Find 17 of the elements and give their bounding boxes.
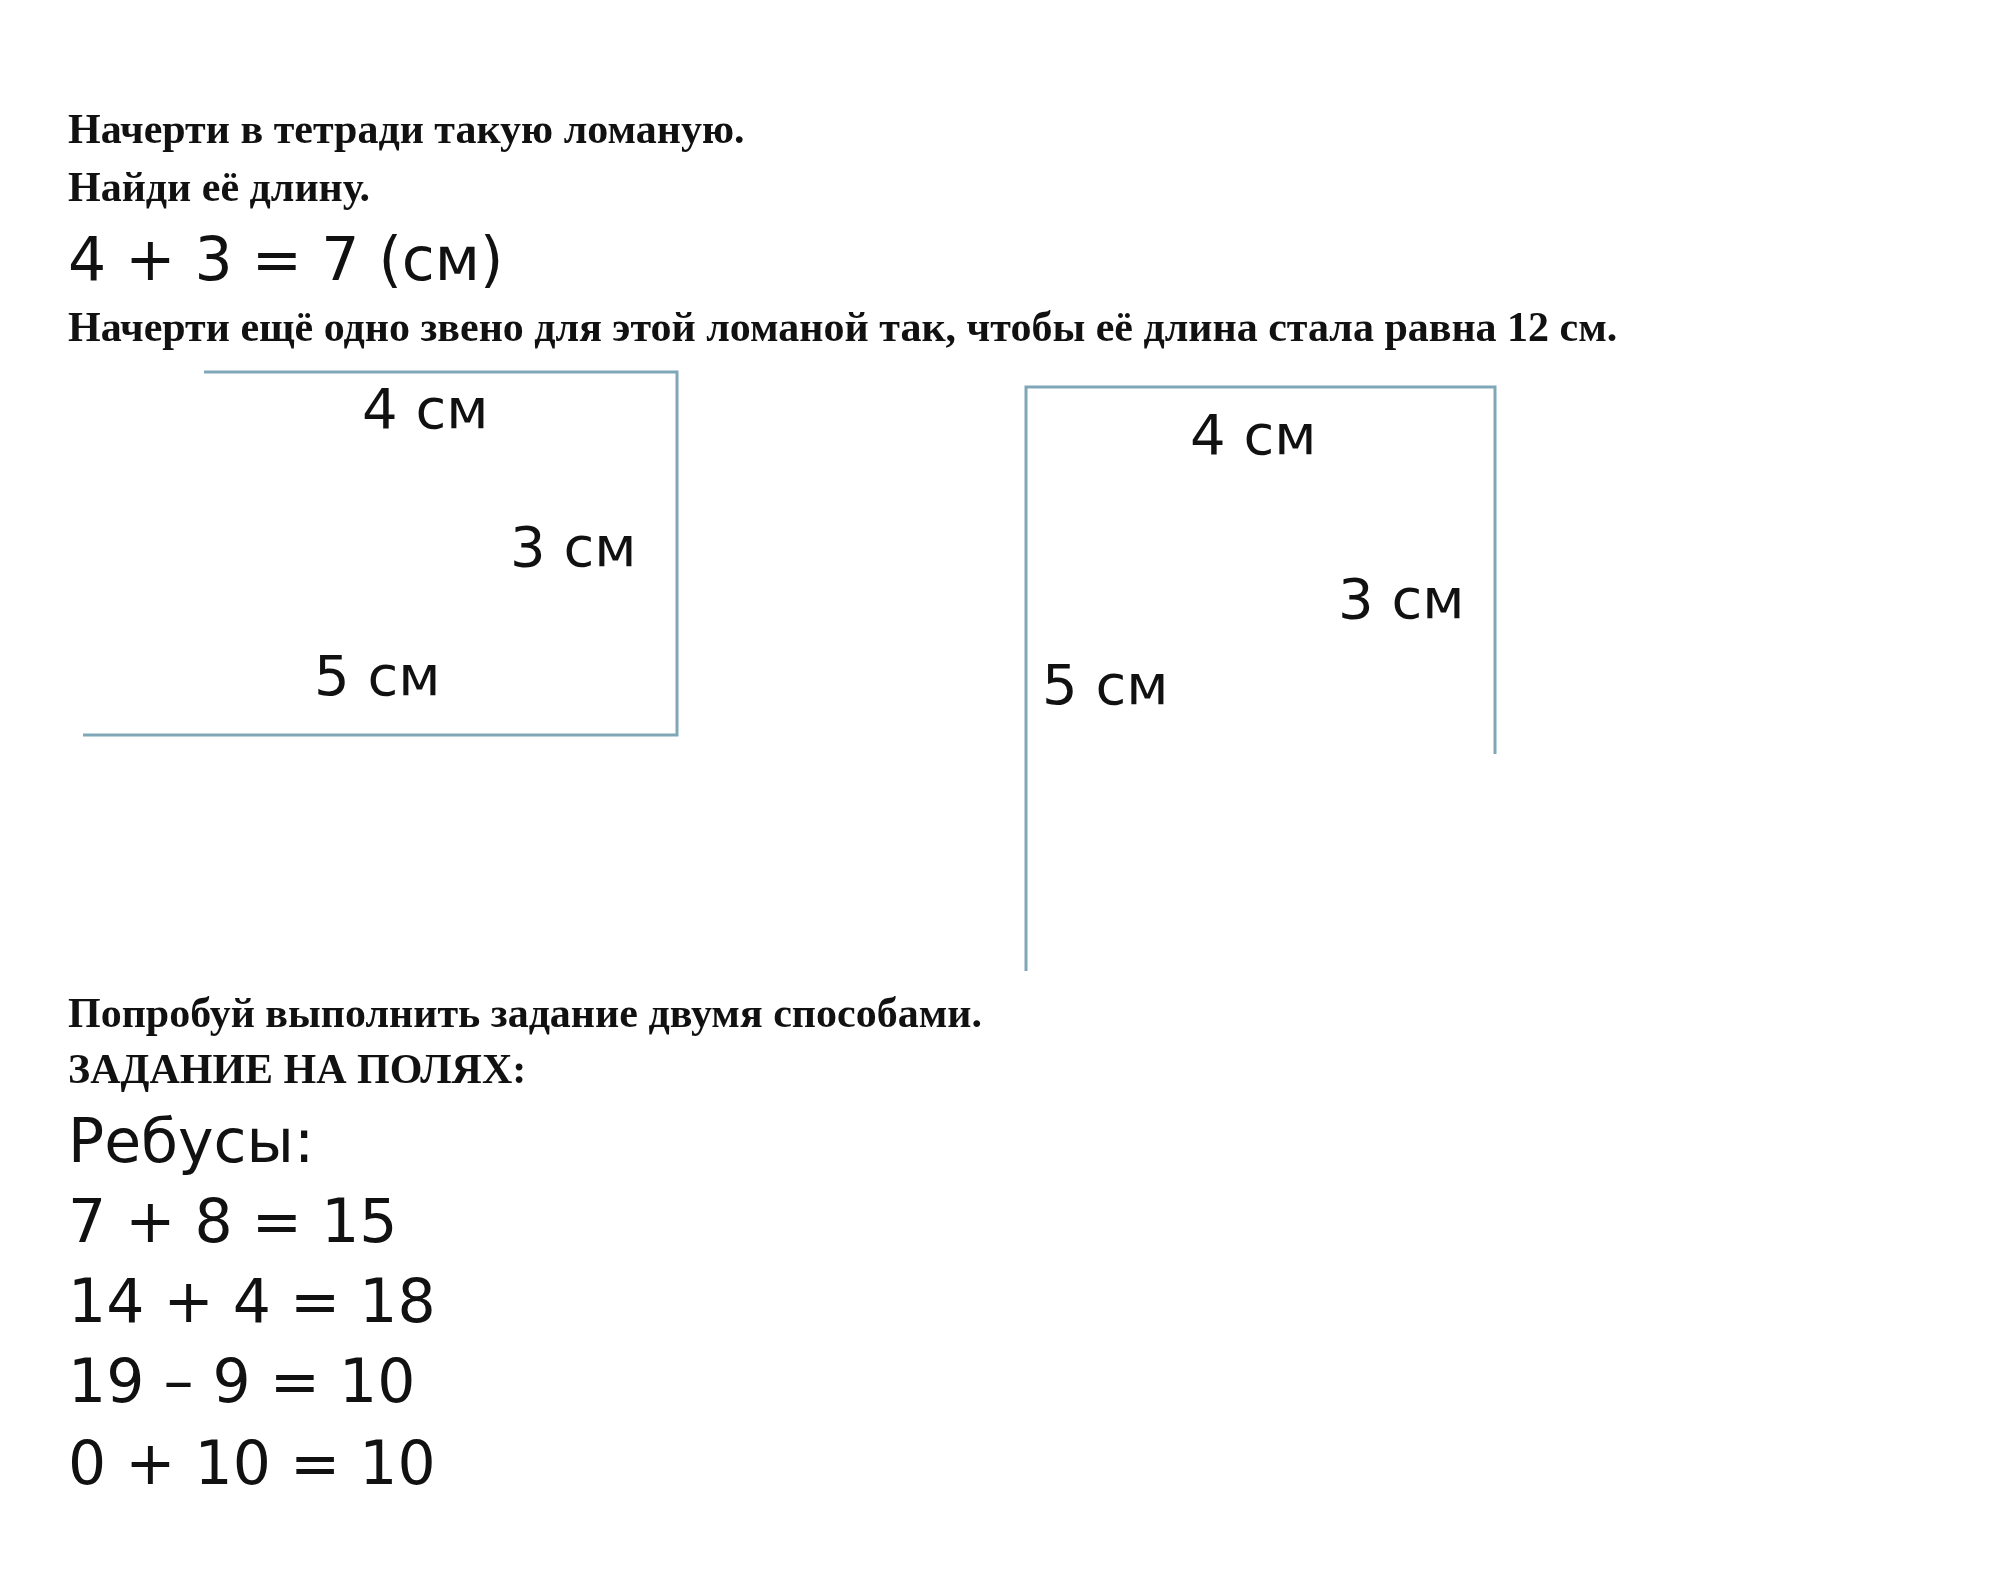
task-text: Попробуй выполнить задание двумя способами. <box>68 990 982 1037</box>
rebus-equation: 19 – 9 = 10 <box>68 1348 416 1414</box>
rebus-equation: 14 + 4 = 18 <box>68 1268 436 1334</box>
segment-length: 5 см <box>1042 654 1169 716</box>
answer-equation: 4 + 3 = 7 (см) <box>68 226 504 292</box>
task-text: Начерти ещё одно звено для этой ломаной так, чтобы её длина стала равна 12 см. <box>68 304 1618 351</box>
task-text: Начерти в тетради такую ломаную. <box>68 106 745 153</box>
segment-length: 4 см <box>1190 404 1317 466</box>
task-text: Найди её длину. <box>68 164 371 211</box>
segment-length: 3 см <box>1338 568 1465 630</box>
segment-length: 5 см <box>314 645 441 707</box>
segment-length: 3 см <box>510 516 637 578</box>
rebus-equation: 0 + 10 = 10 <box>68 1430 436 1496</box>
rebus-equation: 7 + 8 = 15 <box>68 1188 398 1254</box>
section-heading: ЗАДАНИЕ НА ПОЛЯХ: <box>68 1046 527 1093</box>
segment-length: 4 см <box>362 378 489 440</box>
rebus-heading: Ребусы: <box>68 1108 315 1174</box>
